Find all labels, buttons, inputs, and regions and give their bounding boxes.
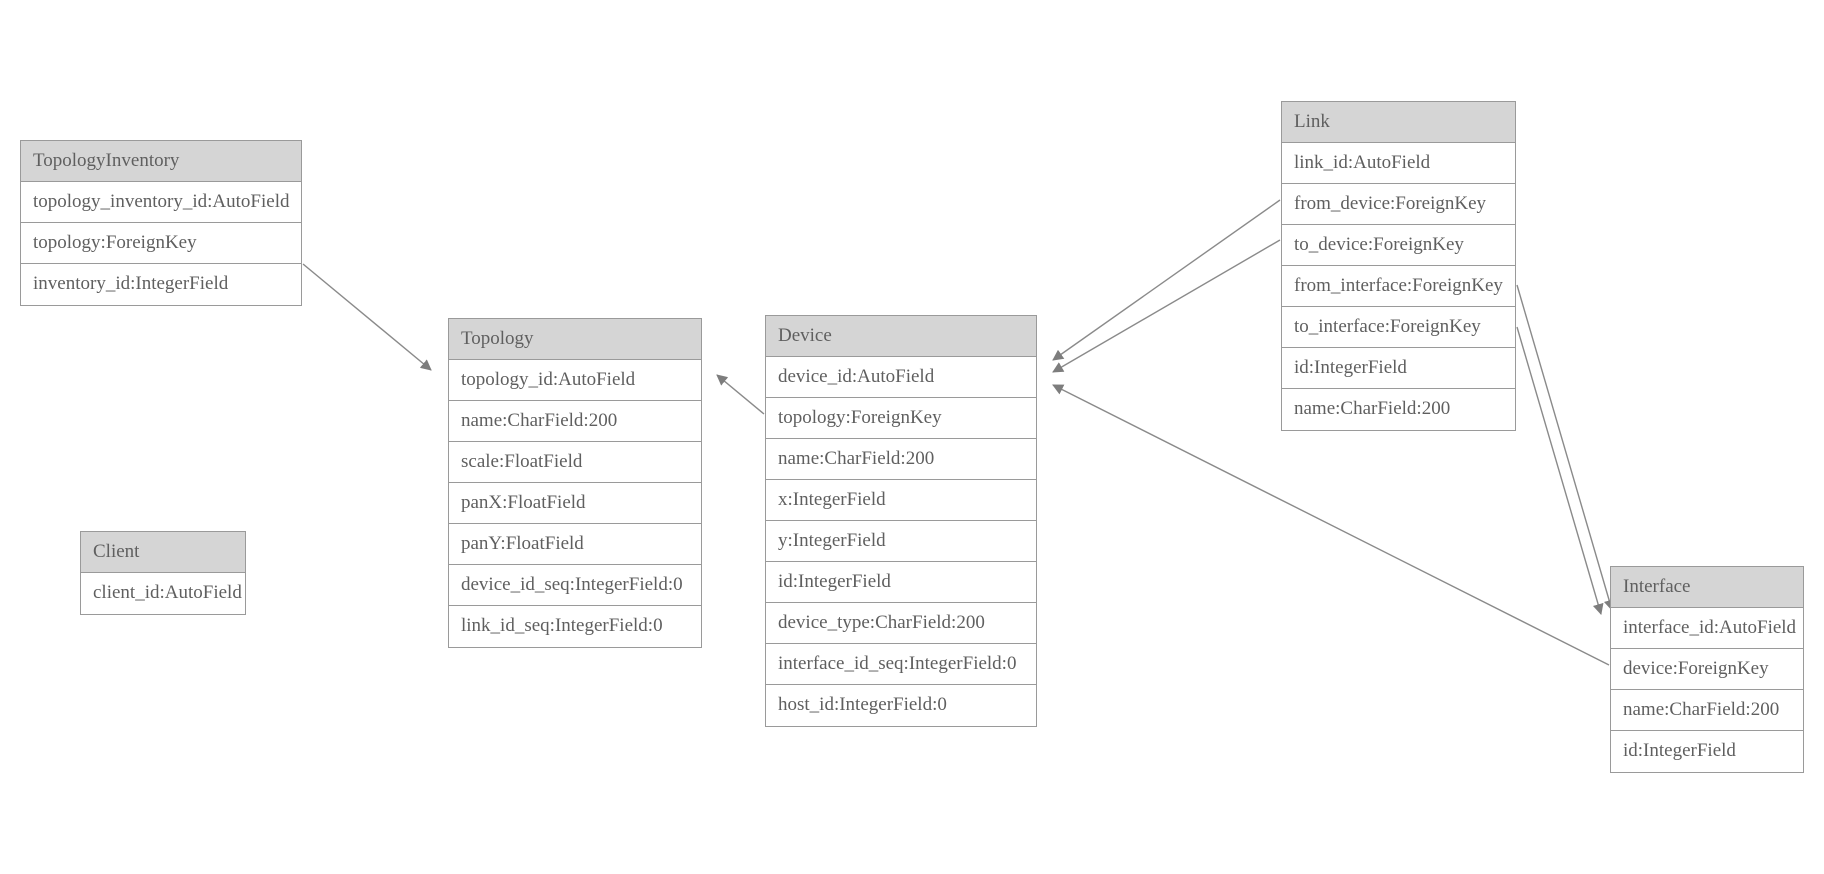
- entity-field: panX:FloatField: [449, 483, 701, 524]
- entity-title-topology: Topology: [449, 319, 701, 360]
- entity-field: topology:ForeignKey: [21, 223, 301, 264]
- entity-title-client: Client: [81, 532, 245, 573]
- edge-topologyinventory-topology: [302, 263, 432, 371]
- entity-field: device_id:AutoField: [766, 357, 1036, 398]
- entity-title-topology_inventory: TopologyInventory: [21, 141, 301, 182]
- entity-title-link: Link: [1282, 102, 1515, 143]
- entity-field: link_id:AutoField: [1282, 143, 1515, 184]
- entity-field: name:CharField:200: [1611, 690, 1803, 731]
- entity-field: topology_id:AutoField: [449, 360, 701, 401]
- entity-client[interactable]: Client client_id:AutoField: [80, 531, 246, 615]
- entity-field: to_device:ForeignKey: [1282, 225, 1515, 266]
- entity-field: link_id_seq:IntegerField:0: [461, 615, 663, 636]
- entity-field: host_id:IntegerField:0: [778, 694, 947, 715]
- entity-field: name:CharField:200: [449, 401, 701, 442]
- entity-field: device_type:CharField:200: [766, 603, 1036, 644]
- entity-field: scale:FloatField: [449, 442, 701, 483]
- entity-field: from_device:ForeignKey: [1282, 184, 1515, 225]
- entity-title-device: Device: [766, 316, 1036, 357]
- edge-device-topology: [716, 374, 765, 415]
- entity-field: device_id_seq:IntegerField:0: [449, 565, 701, 606]
- entity-field: y:IntegerField: [766, 521, 1036, 562]
- entity-field: panY:FloatField: [449, 524, 701, 565]
- entity-field: interface_id:AutoField: [1611, 608, 1803, 649]
- edge-link-to-interface: [1516, 326, 1604, 615]
- entity-field: topology:ForeignKey: [766, 398, 1036, 439]
- entity-field: to_interface:ForeignKey: [1282, 307, 1515, 348]
- edge-link-to-device: [1052, 239, 1281, 373]
- entity-field: topology_inventory_id:AutoField: [21, 182, 301, 223]
- entity-field: inventory_id:IntegerField: [33, 273, 229, 294]
- edge-link-from-device: [1052, 199, 1281, 361]
- entity-field: x:IntegerField: [766, 480, 1036, 521]
- entity-field: device:ForeignKey: [1611, 649, 1803, 690]
- edge-link-from-interface: [1516, 284, 1615, 611]
- entity-field: id:IntegerField: [1282, 348, 1515, 389]
- entity-field: name:CharField:200: [1294, 398, 1451, 419]
- entity-field: name:CharField:200: [766, 439, 1036, 480]
- entity-field: client_id:AutoField: [93, 582, 242, 603]
- entity-title-interface: Interface: [1611, 567, 1803, 608]
- entity-field: from_interface:ForeignKey: [1282, 266, 1515, 307]
- entity-field: id:IntegerField: [1623, 740, 1736, 761]
- entity-field: id:IntegerField: [766, 562, 1036, 603]
- entity-field: interface_id_seq:IntegerField:0: [766, 644, 1036, 685]
